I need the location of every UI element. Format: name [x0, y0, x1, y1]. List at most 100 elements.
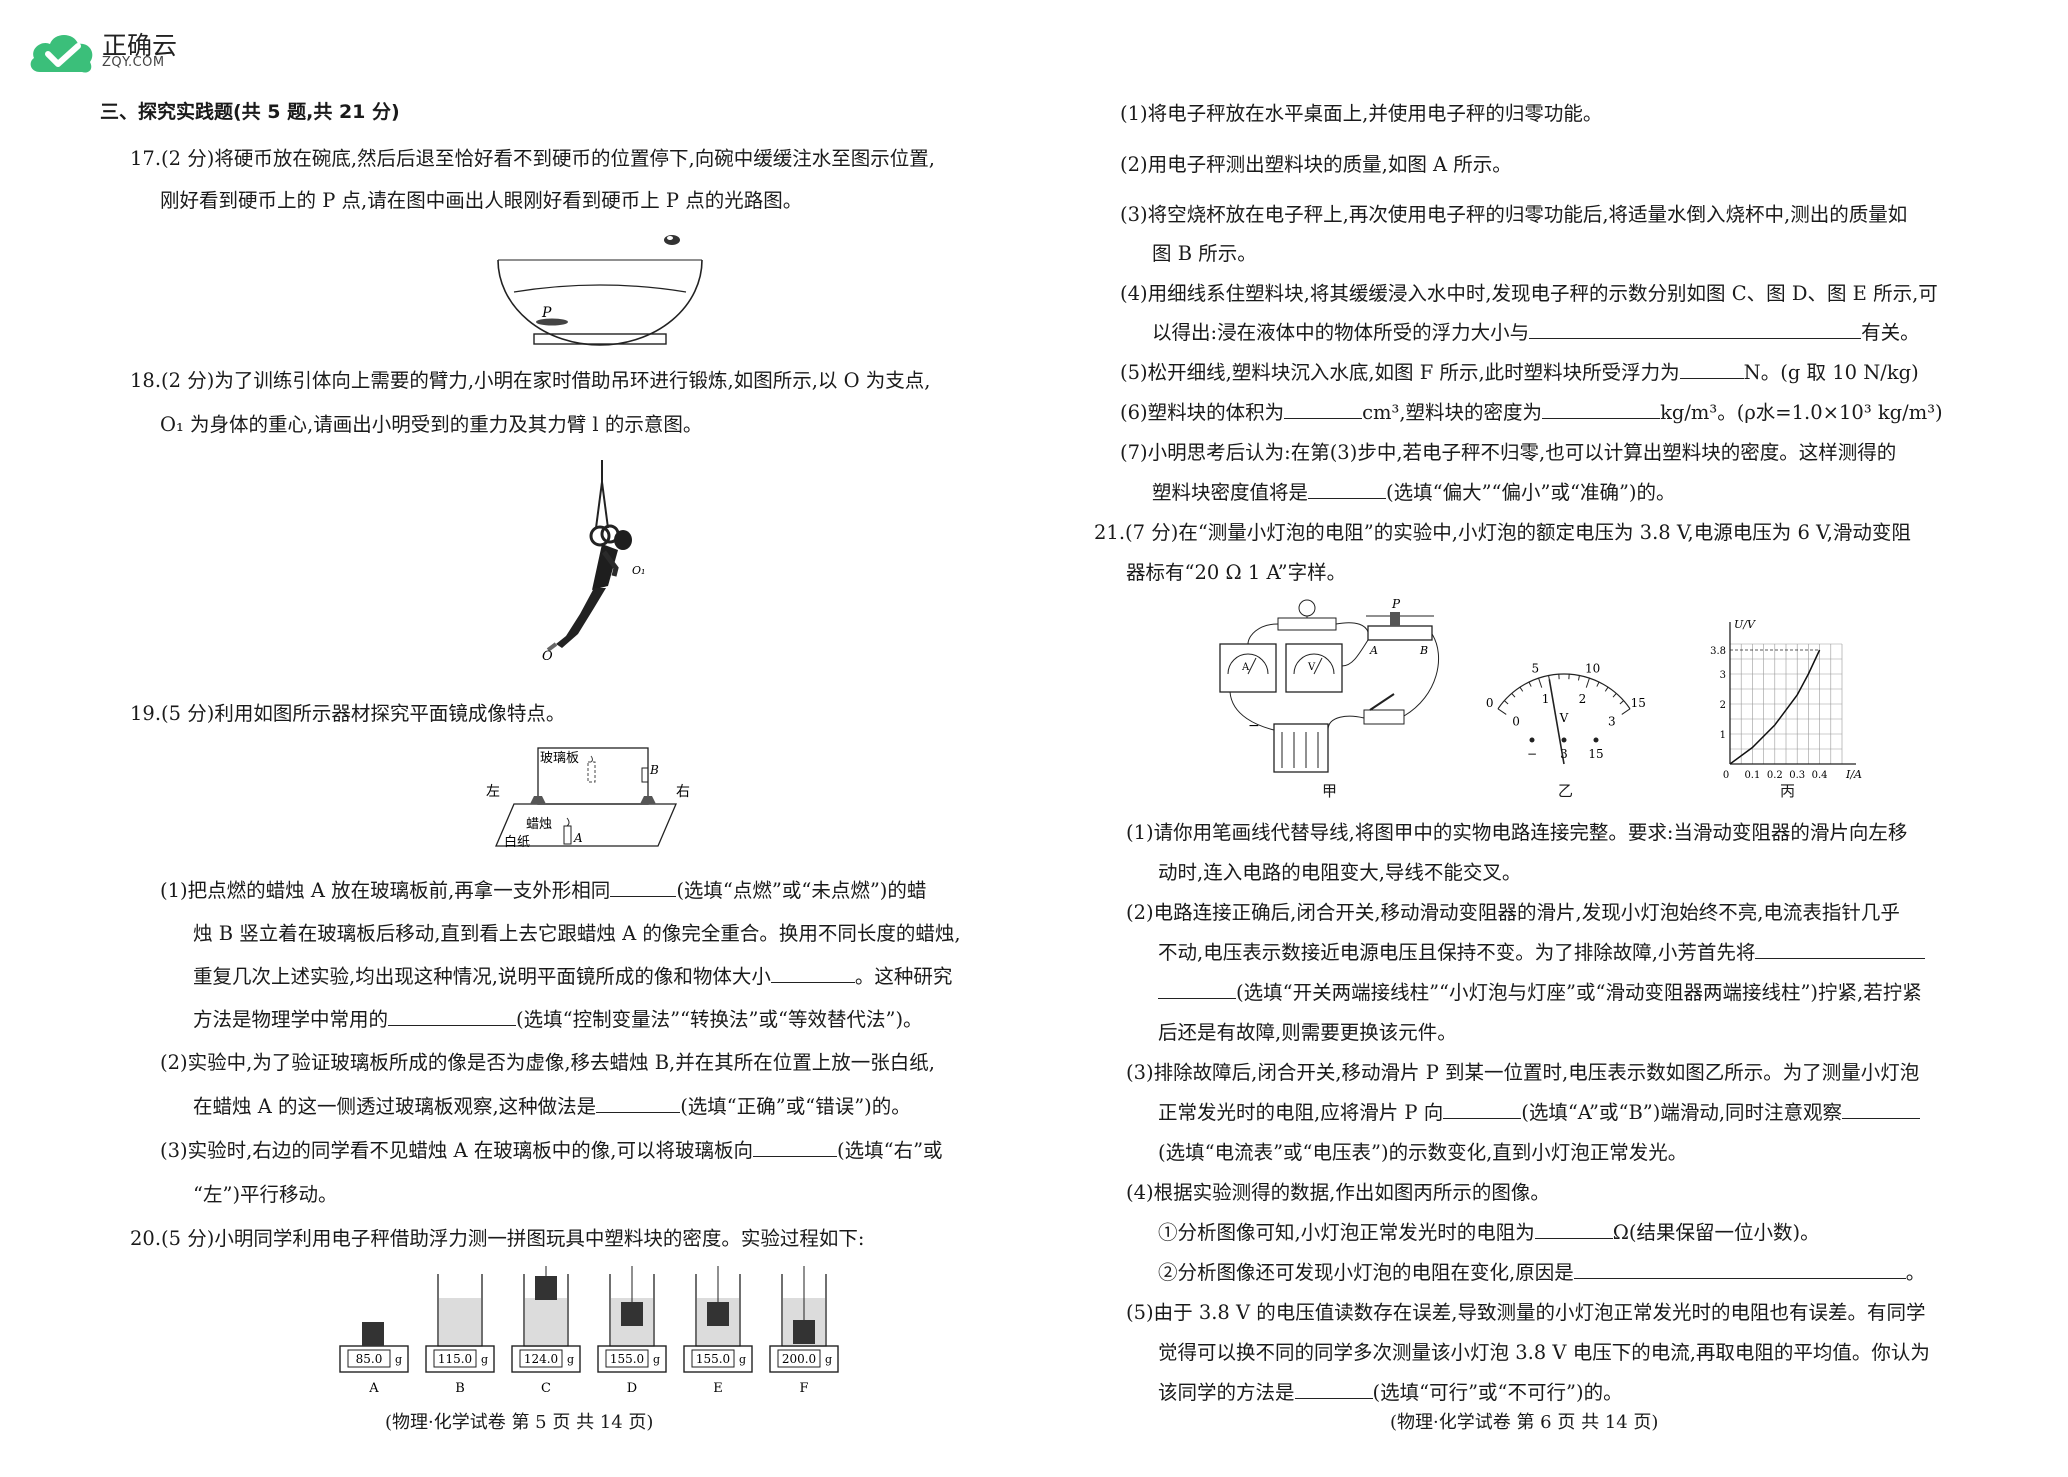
answer-blank[interactable] — [1158, 981, 1236, 999]
graph-xlabel: I/A — [1845, 768, 1862, 781]
q21-circuit-figure: A V P A B − — [1219, 597, 1439, 773]
scale-label: B — [455, 1381, 465, 1396]
q21-p4-i2a: ②分析图像还可发现小灯泡的电阻在变化,原因是 — [1158, 1261, 1574, 1284]
x-tick: 0.2 — [1767, 770, 1783, 781]
q19-label-left: 左 — [486, 784, 500, 800]
meter-terminal-label: − — [1527, 747, 1537, 761]
dial-top-label: 0 — [1486, 696, 1494, 710]
dial-bottom-label: 2 — [1579, 692, 1587, 706]
q21-line1: 21.(7 分)在“测量小灯泡的电阻”的实验中,小灯泡的额定电压为 3.8 V,… — [1094, 521, 1911, 544]
q20-s7-l2b: (选填“偏大”“偏小”或“准确”)的。 — [1386, 481, 1676, 504]
dial-tick — [1538, 677, 1543, 688]
y-tick: 2 — [1720, 700, 1726, 711]
q19-line1: 19.(5 分)利用如图所示器材探究平面镜成像特点。 — [130, 702, 566, 725]
plastic-block — [362, 1322, 384, 1346]
q17-line1: 17.(2 分)将硬币放在碗底,然后后退至恰好看不到硬币的位置停下,向碗中缓缓注… — [130, 147, 935, 170]
q18-rings-figure: O₁ O — [542, 460, 645, 663]
q19-label-candle: 蜡烛 — [526, 817, 552, 832]
q19-mirror-figure: 玻璃板 左 右 蜡烛 白纸 A B — [486, 747, 690, 850]
q20-step2: (2)用电子秤测出塑料块的质量,如图 A 所示。 — [1120, 153, 1512, 176]
q20-s5b: N。(g 取 10 N/kg) — [1743, 361, 1919, 384]
svg-text:V: V — [1307, 662, 1316, 673]
q21-p4-i1a: ①分析图像可知,小灯泡正常发光时的电阻为 — [1158, 1221, 1535, 1244]
answer-blank[interactable] — [1284, 401, 1363, 419]
answer-blank[interactable] — [1755, 941, 1926, 959]
q21-p2-line4: 后还是有故障,则需要更换该元件。 — [1158, 1021, 1457, 1044]
answer-blank[interactable] — [388, 1008, 517, 1026]
q19-p1-l1b: (选填“点燃”或“未点燃”)的蜡 — [676, 879, 927, 902]
scale-reading: 155.0 — [696, 1352, 730, 1366]
dial-top-label: 5 — [1532, 662, 1540, 676]
answer-blank[interactable] — [1573, 1261, 1906, 1279]
answer-blank[interactable] — [770, 965, 855, 983]
answer-blank[interactable] — [610, 879, 677, 897]
y-tick: 3 — [1720, 670, 1726, 681]
beaker — [695, 1274, 741, 1347]
answer-blank[interactable] — [1842, 1101, 1921, 1119]
x-tick: 0.4 — [1812, 770, 1828, 781]
x-tick: 0.3 — [1789, 770, 1805, 781]
answer-blank[interactable] — [596, 1095, 681, 1113]
beaker-water — [439, 1298, 481, 1345]
q19-label-b: B — [649, 763, 659, 777]
q19-label-glass: 玻璃板 — [540, 751, 579, 766]
q21-p1-line2: 动时,连入电路的电阻变大,导线不能交叉。 — [1158, 861, 1522, 884]
scale-display — [347, 1349, 391, 1368]
answer-blank[interactable] — [1679, 361, 1744, 379]
q19-p2-line2: 在蜡烛 A 的这一侧透过玻璃板观察,这种做法是(选填“正确”或“错误”)的。 — [193, 1090, 911, 1119]
answer-blank[interactable] — [1534, 1221, 1613, 1239]
q19-p1-l3b: 。这种研究 — [854, 965, 953, 988]
q20-step7-line1: (7)小明思考后认为:在第(3)步中,若电子秤不归零,也可以计算出塑料块的密度。… — [1120, 441, 1897, 464]
y-tick: 1 — [1720, 730, 1726, 741]
q18-line1: 18.(2 分)为了训练引体向上需要的臂力,小明在家时借助吊环进行锻炼,如图所示… — [130, 369, 931, 392]
q20-s4-l2b: 有关。 — [1861, 321, 1920, 344]
scale-display — [605, 1349, 649, 1368]
meter-terminal — [1529, 737, 1535, 743]
dial-needle — [1548, 679, 1565, 765]
scale-display — [777, 1349, 821, 1368]
beaker — [437, 1274, 483, 1347]
beaker — [781, 1274, 827, 1347]
dial-arc — [1497, 673, 1631, 710]
right-page-footer: (物理·化学试卷 第 6 页 共 14 页) — [1390, 1412, 1659, 1433]
circuit-label-p: P — [1391, 597, 1401, 611]
dial-tick — [1511, 693, 1516, 698]
dial-top-label: 15 — [1631, 696, 1646, 710]
q19-label-a: A — [573, 831, 583, 845]
dial-bottom-label: 1 — [1542, 692, 1550, 706]
q19-p2-l2a: 在蜡烛 A 的这一侧透过玻璃板观察,这种做法是 — [193, 1095, 597, 1118]
q17-label-p: P — [541, 305, 552, 321]
dial-tick — [1619, 700, 1624, 705]
circuit-label-b: B — [1419, 644, 1428, 657]
scale-reading: 155.0 — [610, 1352, 644, 1366]
circuit-label-minus: − — [1248, 718, 1260, 734]
q21-p4-item2: ②分析图像还可发现小灯泡的电阻在变化,原因是。 — [1158, 1256, 1925, 1285]
q20-step4-line2: 以得出:浸在液体中的物体所受的浮力大小与 有关。 — [1152, 316, 1920, 345]
q20-s4-l2a: 以得出:浸在液体中的物体所受的浮力大小与 — [1152, 321, 1530, 344]
answer-blank[interactable] — [1529, 321, 1862, 339]
answer-blank[interactable] — [1294, 1381, 1373, 1399]
scale-reading: 200.0 — [782, 1352, 816, 1366]
answer-blank[interactable] — [1542, 401, 1661, 419]
graph-ylabel: U/V — [1734, 618, 1756, 631]
plastic-block — [707, 1302, 729, 1326]
q20-step4-line1: (4)用细线系住塑料块,将其缓缓浸入水中时,发现电子秤的示数分别如图 C、图 D… — [1120, 282, 1938, 305]
scale-display — [691, 1349, 735, 1368]
left-page-footer: (物理·化学试卷 第 5 页 共 14 页) — [385, 1412, 654, 1433]
q20-s6c: kg/m³。(ρ水=1.0×10³ kg/m³) — [1660, 401, 1943, 424]
q20-s7-l2a: 塑料块密度值将是 — [1152, 481, 1309, 504]
answer-blank[interactable] — [1443, 1101, 1522, 1119]
answer-blank[interactable] — [753, 1139, 837, 1157]
q19-p1-l1a: (1)把点燃的蜡烛 A 放在玻璃板前,再拿一支外形相同 — [160, 879, 611, 902]
answer-blank[interactable] — [1308, 481, 1387, 499]
dial-tick — [1612, 693, 1617, 698]
meter-terminal — [1593, 737, 1599, 743]
fig-label-bing: 丙 — [1780, 782, 1796, 800]
q19-p3-l1b: (选填“右”或 — [837, 1139, 943, 1162]
q21-p3-l2a: 正常发光时的电阻,应将滑片 P 向 — [1158, 1101, 1444, 1124]
beaker — [609, 1274, 655, 1347]
q20-step7-line2: 塑料块密度值将是 (选填“偏大”“偏小”或“准确”)的。 — [1152, 476, 1676, 505]
